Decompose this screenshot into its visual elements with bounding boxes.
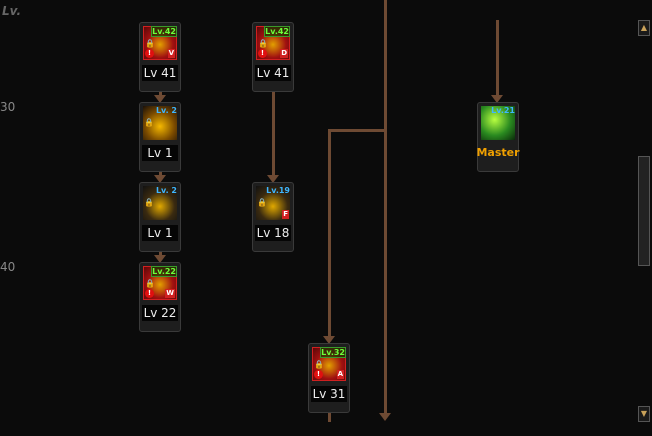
skill-slot-5[interactable]: Lv.19 🔒 F Lv 18 (252, 182, 294, 252)
skill-icon: Lv.19 🔒 F (256, 186, 290, 220)
skill-slot-6[interactable]: Lv.22 🔒! W Lv 22 (139, 262, 181, 332)
level-badge: Lv. 2 (155, 186, 177, 195)
bg-30-text: 30 (0, 100, 16, 114)
skill-slot-master[interactable]: Lv.21 Master (476, 102, 520, 172)
level-badge: Lv.42 (264, 26, 290, 37)
warning-icon: ! (145, 49, 154, 58)
scroll-down-button[interactable]: ▼ (638, 406, 650, 422)
skill-icon: Lv.42 🔒! V (143, 26, 177, 60)
skill-level: Lv 41 (142, 65, 178, 81)
skill-level: Lv 22 (142, 305, 178, 321)
skill-level: Lv 1 (142, 225, 178, 241)
lock-icon: 🔒 (144, 198, 154, 207)
type-badge: F (282, 210, 289, 219)
warning-icon: ! (145, 289, 154, 298)
skill-slot-3[interactable]: Lv. 2🔒 Lv 1 (139, 102, 181, 172)
lock-icon: 🔒 (258, 39, 268, 48)
skill-slot-8[interactable]: Lv.32 🔒! A Lv 31 (308, 343, 350, 413)
lock-icon: 🔒 (314, 360, 324, 369)
skill-icon: Lv. 2🔒 (143, 106, 177, 140)
lock-icon: 🔒 (257, 198, 267, 207)
type-badge: A (336, 370, 344, 379)
warning-icon: ! (314, 370, 323, 379)
level-badge: Lv.22 (151, 266, 177, 277)
skill-slot-2[interactable]: Lv.42 🔒! D Lv 41 (252, 22, 294, 92)
skill-icon: Lv.22 🔒! W (143, 266, 177, 300)
bg-lv-text: Lv. (2, 4, 22, 18)
type-badge: D (280, 49, 288, 58)
skill-level: Master (476, 146, 520, 159)
skill-icon: Lv. 2🔒 (143, 186, 177, 220)
skill-icon: Lv.42 🔒! D (256, 26, 290, 60)
skill-level: Lv 1 (142, 145, 178, 161)
lock-icon: 🔒 (145, 279, 155, 288)
skill-slot-1[interactable]: Lv.42 🔒! V Lv 41 (139, 22, 181, 92)
skill-level: Lv 18 (255, 225, 291, 241)
scroll-up-button[interactable]: ▲ (638, 20, 650, 36)
bg-40-text: 40 (0, 260, 16, 274)
warning-icon: ! (258, 49, 267, 58)
skill-slot-4[interactable]: Lv. 2🔒 Lv 1 (139, 182, 181, 252)
skill-level: Lv 31 (311, 386, 347, 402)
level-badge: Lv.32 (320, 347, 346, 358)
type-badge: W (165, 289, 175, 298)
skill-level: Lv 41 (255, 65, 291, 81)
level-badge: Lv.21 (491, 106, 515, 115)
lock-icon: 🔒 (145, 39, 155, 48)
type-badge: V (167, 49, 175, 58)
level-badge: Lv.42 (151, 26, 177, 37)
skill-icon: Lv.21 (481, 106, 515, 140)
skill-icon: Lv.32 🔒! A (312, 347, 346, 381)
lock-icon: 🔒 (144, 118, 154, 127)
level-badge: Lv. 2 (155, 106, 177, 115)
scrollbar-thumb[interactable] (638, 156, 650, 266)
level-badge: Lv.19 (266, 186, 290, 195)
